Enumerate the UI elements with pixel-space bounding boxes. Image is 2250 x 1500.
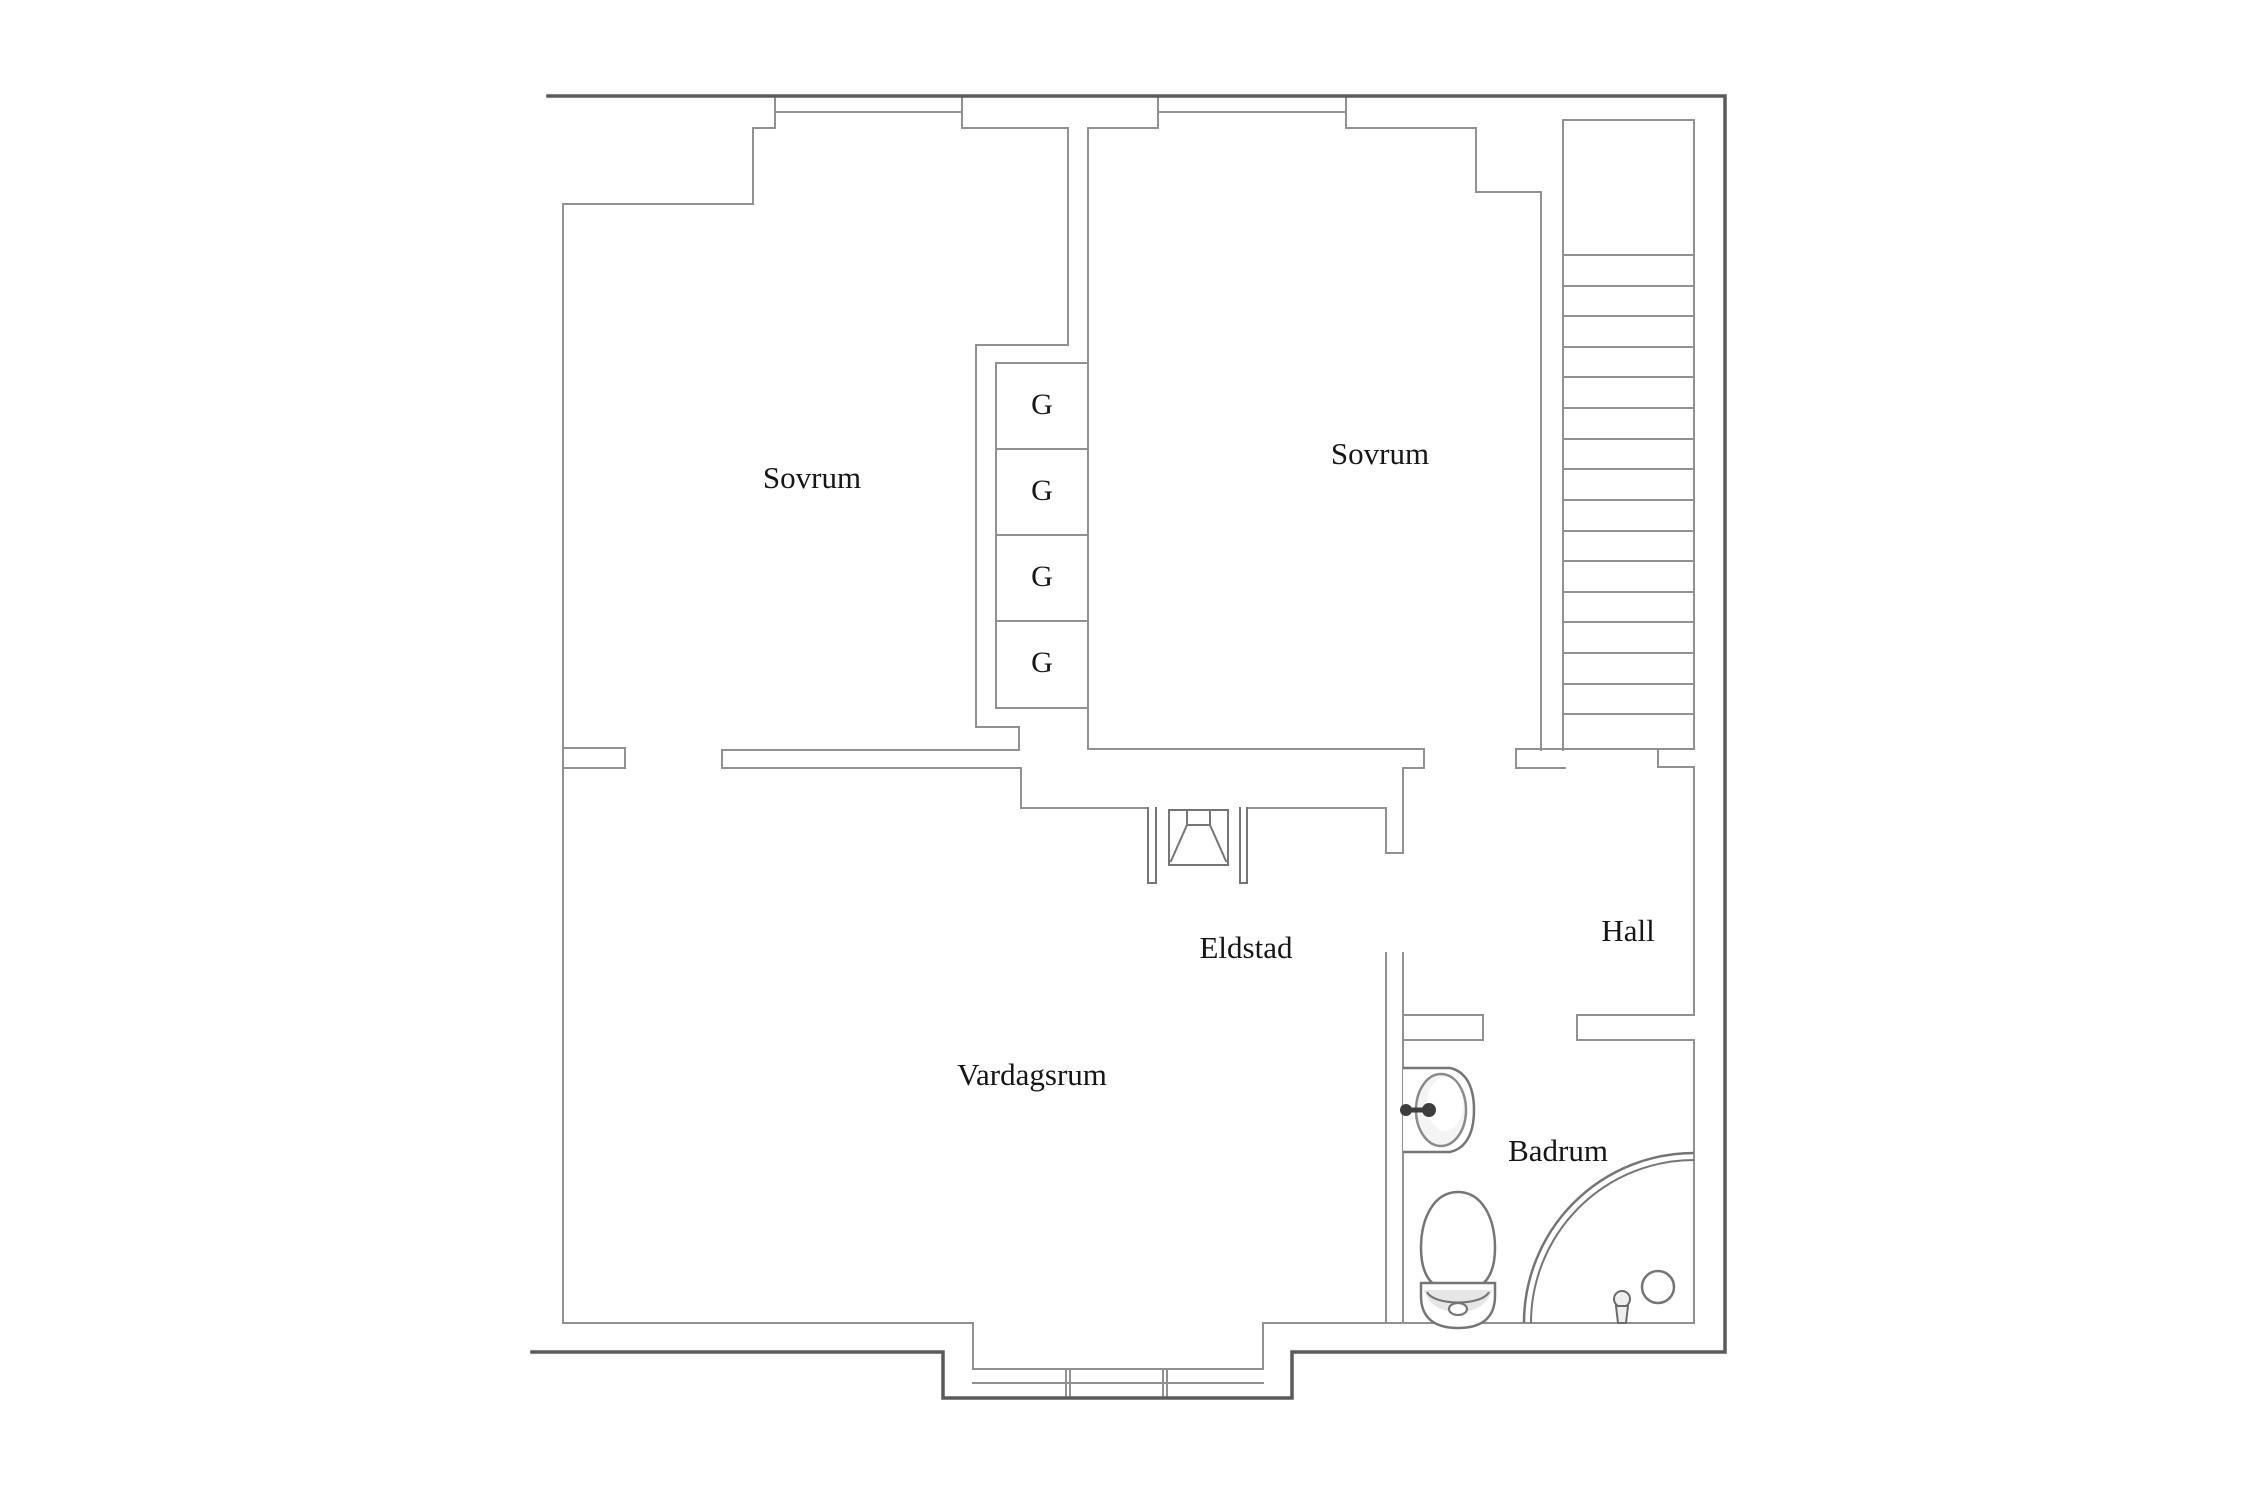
label-closet-4: G	[1031, 646, 1053, 679]
room-labels: Sovrum Sovrum Vardagsrum Hall Badrum Eld…	[763, 388, 1655, 1168]
sink-icon	[1400, 1066, 1476, 1154]
outer-walls	[530, 94, 1727, 1400]
label-sovrum-left: Sovrum	[763, 460, 861, 495]
shower-tap-icon	[1613, 1290, 1631, 1324]
label-eldstad: Eldstad	[1200, 930, 1293, 965]
shower-icon	[1522, 1151, 1695, 1324]
label-closet-2: G	[1031, 474, 1053, 507]
stair-treads	[1562, 254, 1695, 715]
label-vardagsrum: Vardagsrum	[957, 1057, 1107, 1092]
fireplace-icon	[1147, 807, 1248, 884]
faucet-icon	[1400, 1103, 1436, 1117]
toilet-icon	[1419, 1190, 1497, 1330]
label-closet-3: G	[1031, 560, 1053, 593]
label-badrum: Badrum	[1508, 1133, 1608, 1168]
inner-walls	[562, 95, 1695, 1399]
label-closet-1: G	[1031, 388, 1053, 421]
floor-drain-icon	[1640, 1269, 1676, 1305]
label-hall: Hall	[1601, 913, 1654, 948]
label-sovrum-right: Sovrum	[1331, 436, 1429, 471]
